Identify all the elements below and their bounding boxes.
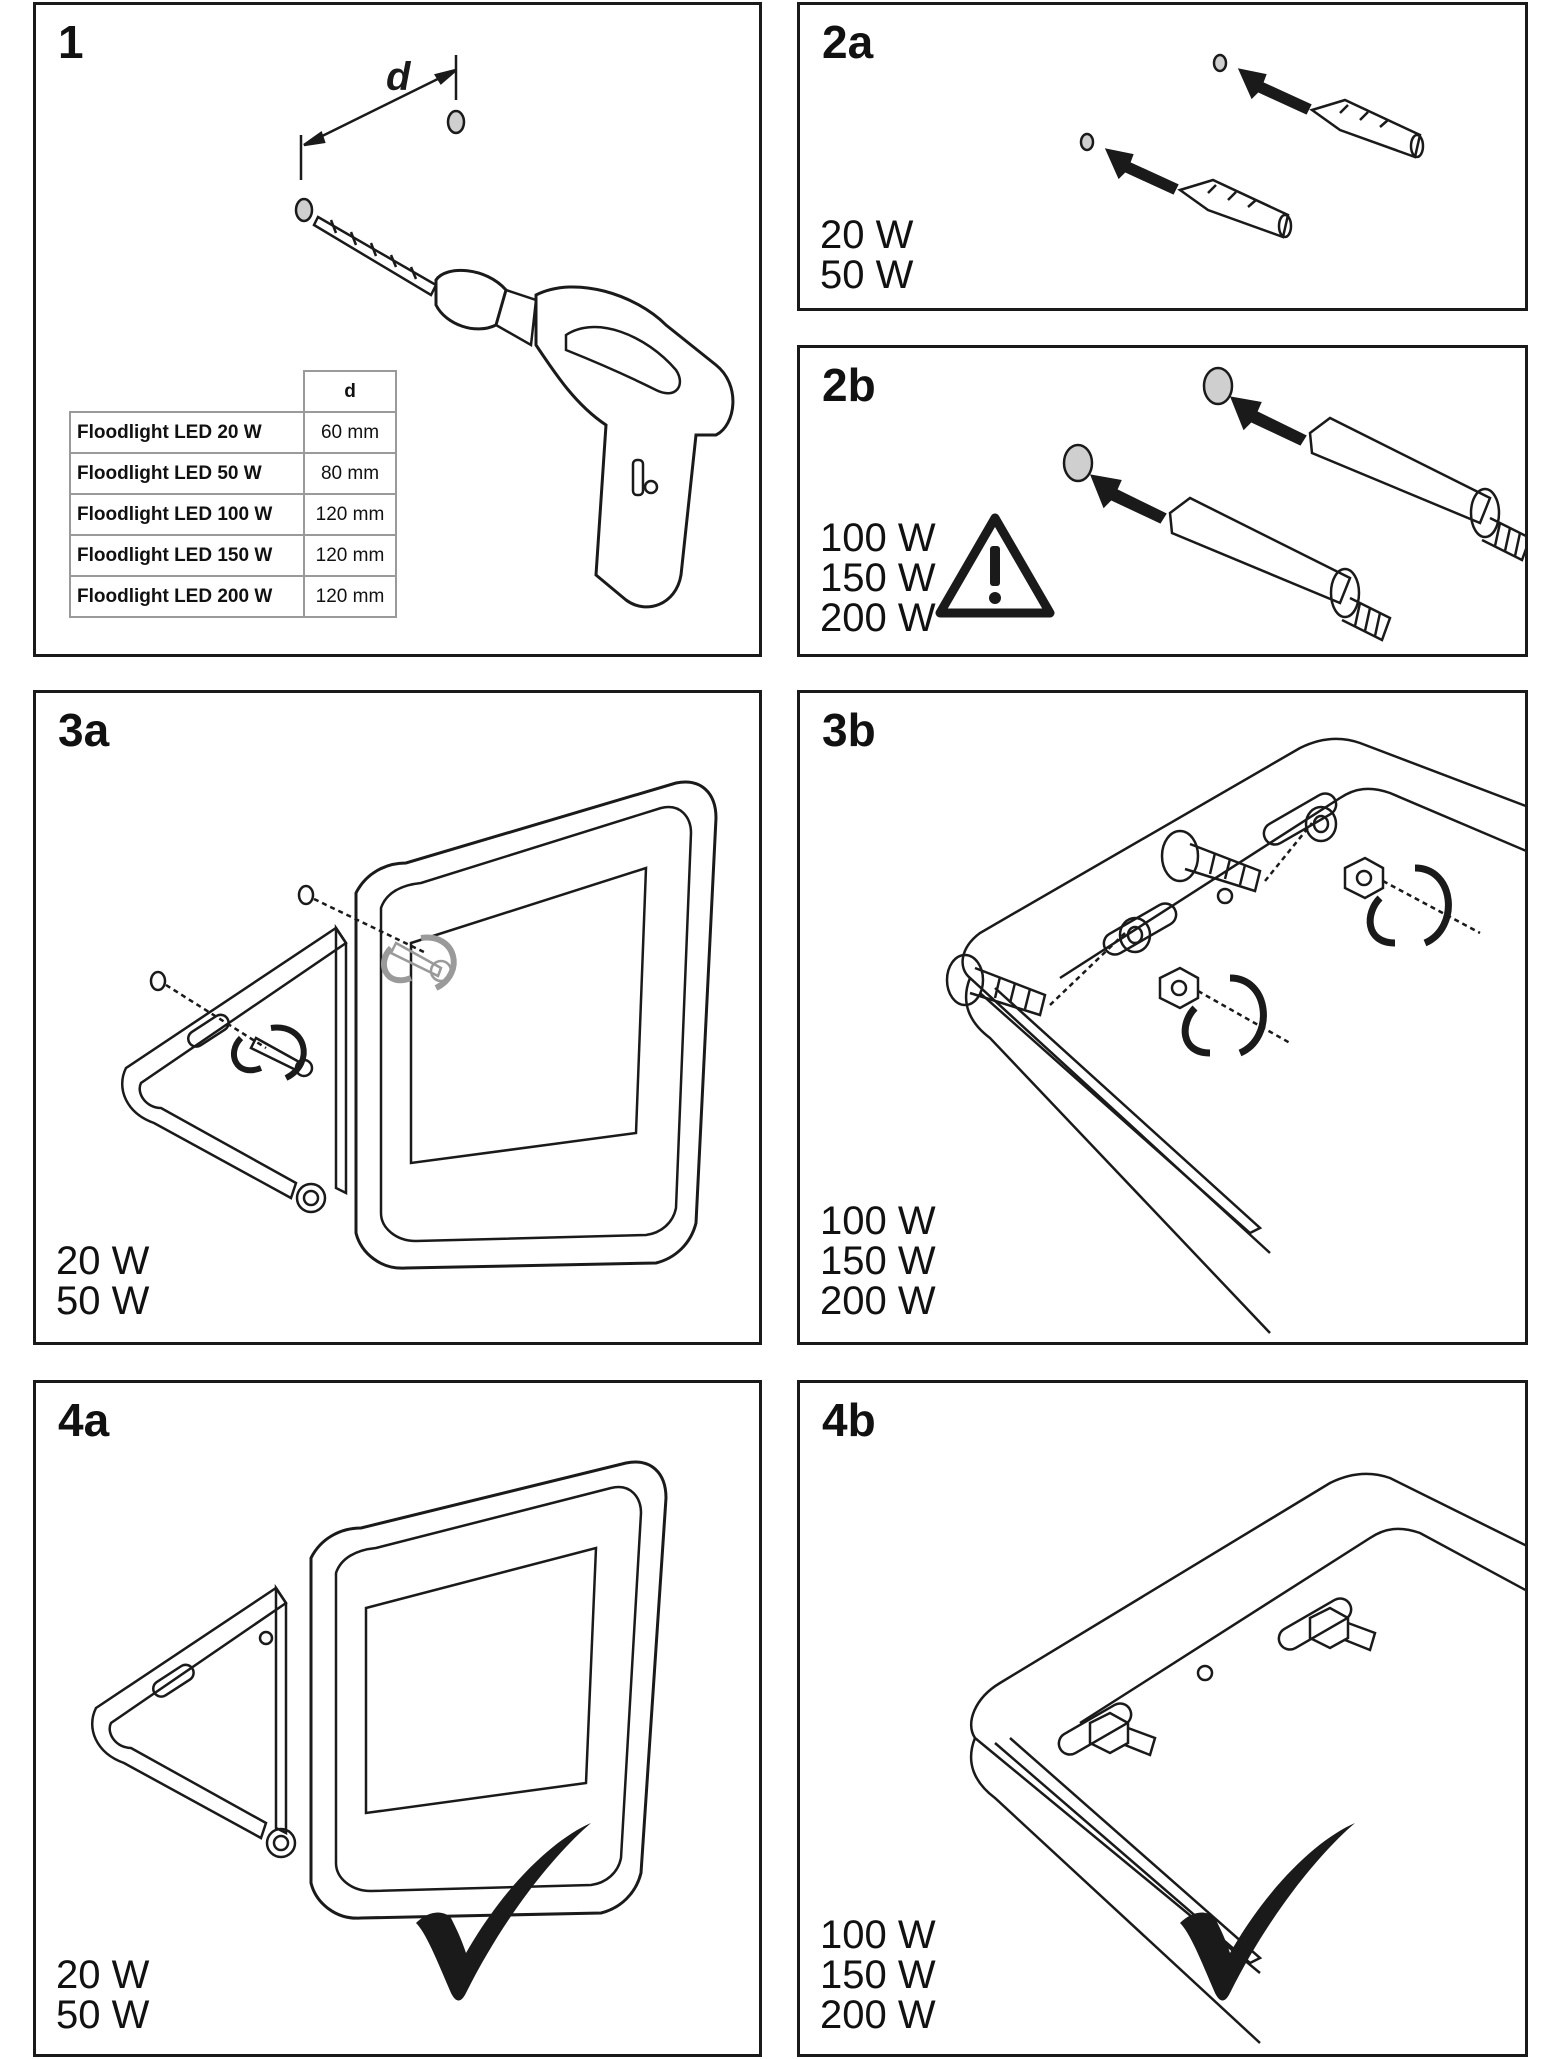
- wattage-list: 20 W 50 W: [56, 1239, 150, 1323]
- step-number: 4b: [822, 1394, 876, 1446]
- checkmark-icon: [416, 1823, 591, 2001]
- dimension-label: d: [386, 55, 412, 99]
- wall-plug-illustration: [1079, 53, 1425, 239]
- nut: [1088, 1711, 1130, 1755]
- table-row: Floodlight LED 200 W 120 mm: [69, 575, 397, 618]
- panel-step-4a: 4a 20 W 50 W: [33, 1380, 762, 2057]
- arrow-icon: [1090, 474, 1167, 524]
- mounting-bracket: [961, 737, 1525, 1254]
- floodlight-body: [309, 1460, 668, 1920]
- wall-plug: [1177, 178, 1290, 239]
- arrow-icon: [1237, 68, 1312, 115]
- warning-triangle-icon: [935, 513, 1055, 618]
- bolt-nut-illustration: [945, 737, 1525, 1334]
- mounting-bracket: [91, 1586, 288, 1840]
- mounted-floodlight-illustration: [91, 1460, 668, 2001]
- wall-hole: [294, 197, 314, 223]
- mounted-bracket-illustration: [969, 1472, 1525, 2044]
- anchor-bolt-illustration: [935, 366, 1525, 642]
- wattage-list: 100 W 150 W 200 W: [820, 1913, 936, 2037]
- panel-step-4b: 4b 100 W 150 W 200 W: [797, 1380, 1528, 2057]
- table-row: Floodlight LED 100 W 120 mm: [69, 493, 397, 536]
- mounting-bracket: [969, 1472, 1525, 1974]
- table-row: Floodlight LED 20 W 60 mm: [69, 411, 397, 454]
- anchor-bolt: [1168, 496, 1352, 605]
- step-number: 3b: [822, 704, 876, 756]
- wall-plug: [1309, 98, 1422, 159]
- wattage-list: 20 W 50 W: [820, 213, 914, 297]
- panel-step-2b: 2b 100 W 150 W 200 W: [797, 345, 1528, 657]
- checkmark-icon: [1180, 1823, 1355, 2001]
- step-number: 4a: [58, 1394, 110, 1446]
- table-row: Floodlight LED 50 W 80 mm: [69, 452, 397, 495]
- panel-step-3a: 3a: [33, 690, 762, 1345]
- wall-hole: [446, 109, 466, 135]
- arrow-icon: [1230, 396, 1307, 446]
- table-header-d: d: [303, 370, 397, 413]
- dimension-line: [303, 68, 457, 147]
- distance-table: d Floodlight LED 20 W 60 mm Floodlight L…: [69, 370, 397, 618]
- drill-illustration: d: [294, 55, 735, 609]
- arrow-icon: [1104, 148, 1179, 195]
- step-number: 2a: [822, 16, 874, 68]
- mounting-bracket: [121, 926, 348, 1200]
- nut: [1308, 1606, 1350, 1650]
- panel-step-3b: 3b: [797, 690, 1528, 1345]
- floodlight-screw-illustration: [121, 780, 718, 1270]
- step-number: 1: [58, 16, 84, 68]
- anchor-bolt: [1308, 416, 1492, 525]
- panel-step-2a: 2a 20 W 50 W: [797, 2, 1528, 311]
- step-number: 2b: [822, 359, 876, 411]
- floodlight-body: [354, 780, 718, 1270]
- step-number: 3a: [58, 704, 110, 756]
- panel-step-1: 1 d d: [33, 2, 762, 657]
- table-row: Floodlight LED 150 W 120 mm: [69, 534, 397, 577]
- wattage-list: 20 W 50 W: [56, 1953, 150, 2037]
- wattage-list: 100 W 150 W 200 W: [820, 1199, 936, 1323]
- wattage-list: 100 W 150 W 200 W: [820, 516, 936, 640]
